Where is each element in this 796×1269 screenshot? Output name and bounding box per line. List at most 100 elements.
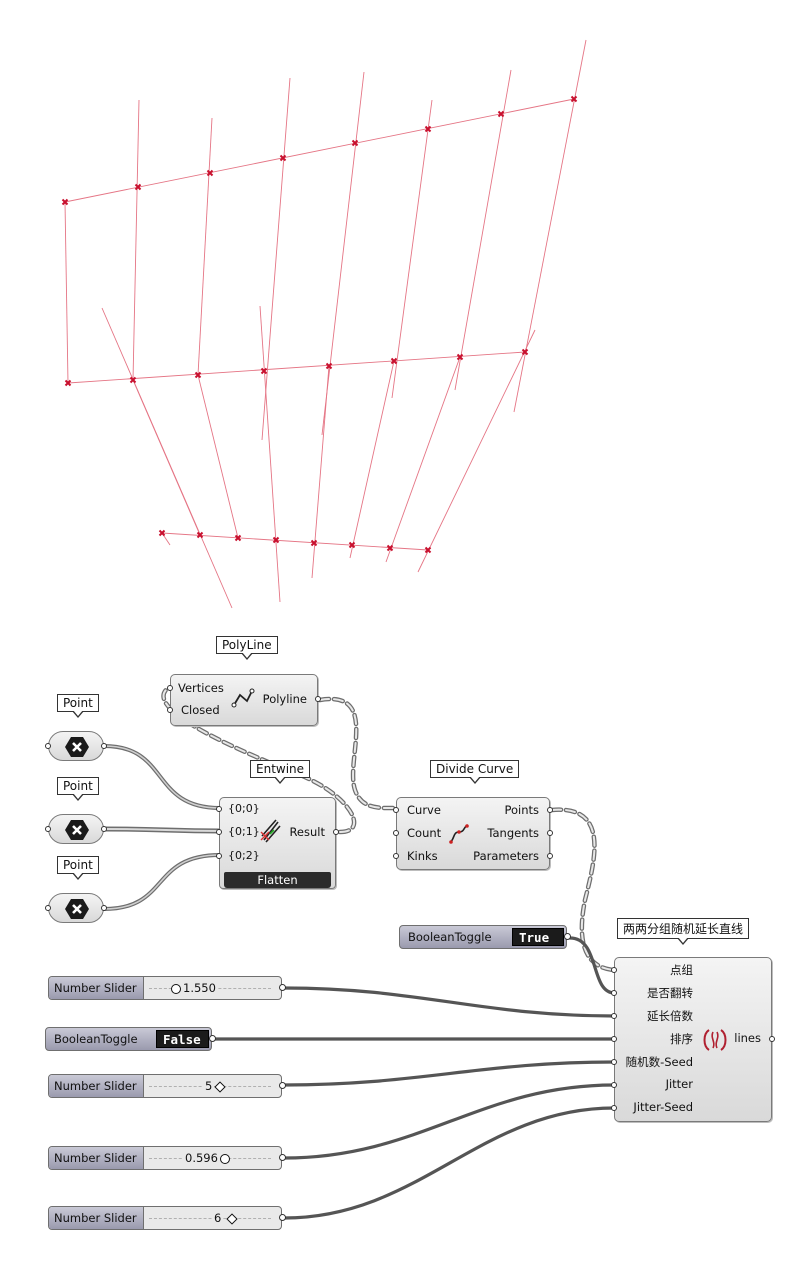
- point-marker: [310, 539, 318, 547]
- input-port[interactable]: [611, 1105, 617, 1111]
- output-port[interactable]: [564, 933, 571, 940]
- input-port[interactable]: [393, 853, 399, 859]
- output-port[interactable]: [279, 1082, 286, 1089]
- toggle-label: BooleanToggle: [408, 930, 492, 944]
- slider-label: Number Slider: [49, 1075, 144, 1097]
- output-port[interactable]: [209, 1035, 216, 1042]
- input-port[interactable]: [393, 830, 399, 836]
- point-marker: [206, 169, 214, 177]
- point-marker: [521, 348, 529, 356]
- number-slider[interactable]: Number Slider 6: [48, 1206, 286, 1230]
- number-slider[interactable]: Number Slider 1.550: [48, 976, 286, 1000]
- output-port[interactable]: [769, 1036, 775, 1042]
- divide-curve-component[interactable]: Curve Count Kinks Points Tangents Parame…: [393, 797, 553, 870]
- preview-line: [391, 99, 433, 399]
- toggle-state[interactable]: True: [512, 928, 564, 946]
- preview-line: [417, 329, 536, 573]
- wire: [102, 744, 222, 810]
- input-port[interactable]: [167, 685, 173, 691]
- polyline-tag: PolyLine: [216, 636, 278, 660]
- port-lines: lines: [734, 1031, 761, 1045]
- wire: [282, 1106, 616, 1220]
- point-marker: [134, 183, 142, 191]
- port-sort: 排序: [670, 1032, 693, 1046]
- slider-grip[interactable]: [220, 1154, 230, 1164]
- wire: [103, 745, 221, 809]
- input-port[interactable]: [45, 743, 51, 749]
- point-param[interactable]: [45, 814, 107, 844]
- toggle-state[interactable]: False: [156, 1030, 209, 1048]
- cluster-component[interactable]: 点组 是否翻转 延长倍数 排序 随机数-Seed Jitter Jitter-S…: [611, 957, 775, 1122]
- port-polyline: Polyline: [262, 692, 307, 706]
- input-port[interactable]: [611, 967, 617, 973]
- input-port[interactable]: [167, 707, 173, 713]
- slider-label: Number Slider: [49, 1207, 144, 1229]
- input-port[interactable]: [45, 826, 51, 832]
- port-closed: Closed: [181, 703, 220, 717]
- input-port[interactable]: [611, 990, 617, 996]
- point-marker: [424, 546, 432, 554]
- port-branch-0: {0;0}: [228, 802, 260, 815]
- point-marker: [234, 534, 242, 542]
- preview-lines: [64, 39, 587, 609]
- point-tag: Point: [57, 694, 99, 718]
- number-slider[interactable]: Number Slider 5: [48, 1074, 286, 1098]
- point-marker: [260, 367, 268, 375]
- slider-grip[interactable]: [226, 1213, 238, 1225]
- preview-points: [61, 95, 578, 554]
- point-marker: [570, 95, 578, 103]
- wire: [282, 1083, 616, 1160]
- input-port[interactable]: [611, 1036, 617, 1042]
- preview-line: [161, 532, 429, 551]
- slider-grip[interactable]: [214, 1081, 226, 1093]
- entwine-component[interactable]: {0;0} {0;1} {0;2} Result Flatten: [216, 797, 339, 889]
- slider-grip[interactable]: [171, 984, 181, 994]
- output-port[interactable]: [279, 1214, 286, 1221]
- point-marker: [424, 125, 432, 133]
- slider-label: Number Slider: [49, 1147, 144, 1169]
- port-point-groups: 点组: [670, 963, 693, 977]
- preview-line: [64, 201, 69, 384]
- point-param[interactable]: [45, 893, 107, 923]
- wire: [103, 828, 221, 832]
- input-port[interactable]: [611, 1059, 617, 1065]
- polyline-component[interactable]: Vertices Closed Polyline: [167, 674, 321, 726]
- preview-line: [261, 77, 291, 441]
- output-port[interactable]: [547, 830, 553, 836]
- output-port[interactable]: [333, 829, 339, 835]
- point-param[interactable]: [45, 731, 107, 761]
- output-port[interactable]: [101, 743, 107, 749]
- output-port[interactable]: [101, 905, 107, 911]
- boolean-toggle-true[interactable]: BooleanToggle True: [399, 925, 571, 949]
- port-count: Count: [407, 826, 442, 840]
- boolean-toggle-false[interactable]: BooleanToggle False: [45, 1027, 216, 1051]
- wire: [568, 936, 616, 995]
- slider-value: 5: [203, 1079, 215, 1093]
- input-port[interactable]: [216, 829, 222, 835]
- wire: [317, 696, 401, 811]
- input-port[interactable]: [45, 905, 51, 911]
- port-tangents: Tangents: [487, 826, 539, 840]
- port-vertices: Vertices: [178, 681, 224, 695]
- input-port[interactable]: [393, 807, 399, 813]
- entwine-icon: [260, 819, 281, 843]
- output-port[interactable]: [547, 853, 553, 859]
- output-port[interactable]: [547, 807, 553, 813]
- point-param-icon: [65, 899, 89, 919]
- polyline-icon: [231, 688, 255, 708]
- input-port[interactable]: [216, 806, 222, 812]
- port-extend-factor: 延长倍数: [647, 1009, 693, 1023]
- input-port[interactable]: [216, 853, 222, 859]
- point-param-icon: [65, 820, 89, 840]
- number-slider[interactable]: Number Slider 0.596: [48, 1146, 286, 1170]
- output-port[interactable]: [315, 696, 321, 702]
- point-marker: [325, 362, 333, 370]
- output-port[interactable]: [279, 984, 286, 991]
- input-port[interactable]: [611, 1082, 617, 1088]
- output-port[interactable]: [279, 1154, 286, 1161]
- preview-line: [349, 360, 395, 559]
- point-marker: [158, 529, 166, 537]
- point-param-icon: [65, 737, 89, 757]
- output-port[interactable]: [101, 826, 107, 832]
- input-port[interactable]: [611, 1013, 617, 1019]
